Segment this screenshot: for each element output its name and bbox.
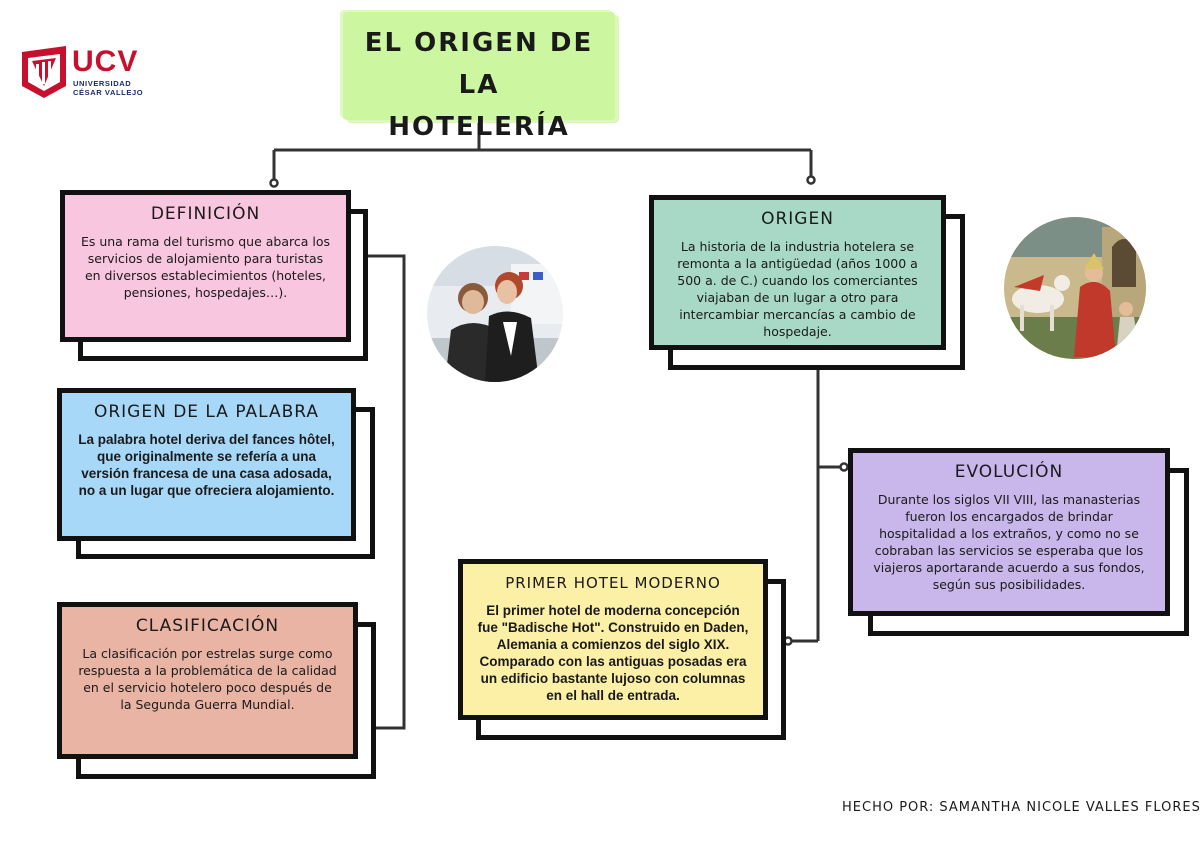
business-women-photo bbox=[427, 246, 563, 382]
origen-palabra-box: ORIGEN DE LA PALABRA La palabra hotel de… bbox=[57, 388, 356, 541]
evolucion-text: Durante los siglos VII VIII, las manaste… bbox=[873, 492, 1145, 592]
evolucion-box: EVOLUCIÓN Durante los siglos VII VIII, l… bbox=[848, 448, 1170, 616]
primer-hotel-text: El primer hotel de moderna concepción fu… bbox=[477, 603, 749, 703]
primer-hotel-title: PRIMER HOTEL MODERNO bbox=[505, 574, 721, 592]
origen-palabra-text: La palabra hotel deriva del fances hôtel… bbox=[78, 432, 335, 498]
clasificacion-box: CLASIFICACIÓN La clasificación por estre… bbox=[57, 602, 358, 759]
ucv-logo: UCV Universidad César Vallejo bbox=[22, 46, 152, 102]
clasificacion-title: CLASIFICACIÓN bbox=[135, 616, 280, 636]
title-line-1: EL ORIGEN DE LA bbox=[364, 28, 594, 100]
logo-subtitle: Universidad César Vallejo bbox=[73, 79, 163, 97]
logo-subtitle-line1: Universidad bbox=[73, 79, 132, 88]
ucv-shield-icon bbox=[22, 46, 66, 98]
primer-hotel-box: PRIMER HOTEL MODERNO El primer hotel de … bbox=[458, 559, 768, 720]
title-highlight bbox=[343, 12, 615, 120]
title-line-2: HOTELERÍA bbox=[388, 112, 570, 142]
origen-title: ORIGEN bbox=[761, 209, 834, 229]
evolucion-title: EVOLUCIÓN bbox=[954, 462, 1064, 482]
author-credit: HECHO POR: SAMANTHA NICOLE VALLES FLORES bbox=[842, 800, 1200, 815]
logo-abbreviation: UCV bbox=[72, 45, 139, 78]
origen-box: ORIGEN La historia de la industria hotel… bbox=[649, 195, 946, 350]
definicion-box: DEFINICIÓN Es una rama del turismo que a… bbox=[60, 190, 351, 342]
definicion-text: Es una rama del turismo que abarca los s… bbox=[80, 234, 331, 300]
medieval-painting-photo bbox=[1004, 217, 1146, 359]
origen-text: La historia de la industria hotelera se … bbox=[677, 239, 918, 339]
clasificacion-text: La clasificación por estrelas surge como… bbox=[78, 646, 337, 712]
page-title: EL ORIGEN DE LA HOTELERÍA bbox=[343, 22, 615, 148]
logo-subtitle-line2: César Vallejo bbox=[73, 88, 144, 97]
origen-palabra-title: ORIGEN DE LA PALABRA bbox=[93, 402, 320, 422]
definicion-title: DEFINICIÓN bbox=[150, 204, 261, 224]
